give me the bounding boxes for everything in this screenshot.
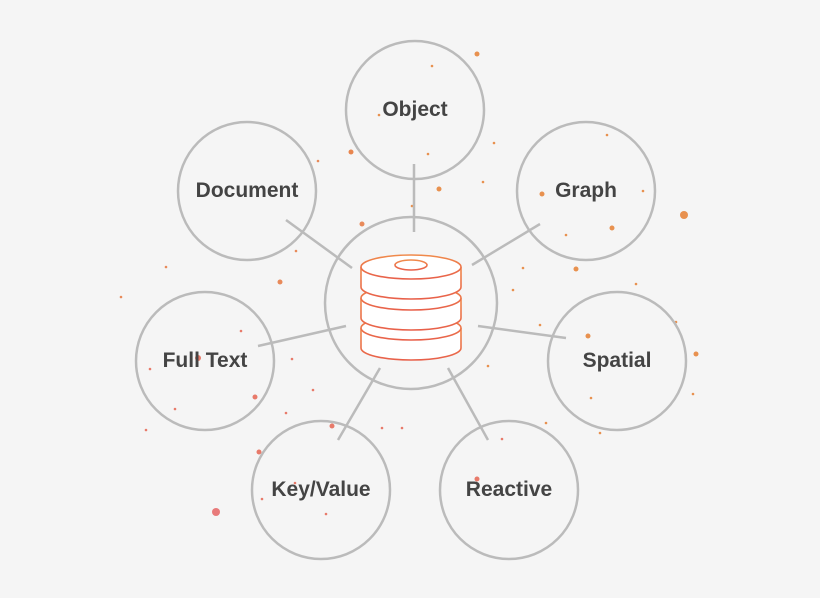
node-label-object: Object [382, 98, 448, 121]
node-circle-spatial [546, 290, 688, 432]
database-icon [360, 254, 462, 361]
node-circle-object [344, 39, 486, 181]
center-circle [323, 215, 499, 391]
node-label-full-text: Full Text [162, 349, 248, 372]
node-label-document: Document [195, 179, 299, 202]
node-circles [134, 39, 688, 561]
node-label-key-value: Key/Value [271, 478, 371, 501]
node-circle-full-text [134, 290, 276, 432]
connector-reactive [446, 367, 490, 441]
node-label-graph: Graph [555, 179, 617, 202]
node-label-reactive: Reactive [465, 478, 553, 501]
node-circle-reactive [438, 419, 580, 561]
connector-key-value [336, 367, 382, 441]
node-circle-key-value [250, 419, 392, 561]
node-label-spatial: Spatial [582, 349, 652, 372]
scatter-dots [119, 51, 699, 516]
node-circle-graph [515, 120, 657, 262]
connector-document [285, 218, 353, 270]
node-circle-document [176, 120, 318, 262]
